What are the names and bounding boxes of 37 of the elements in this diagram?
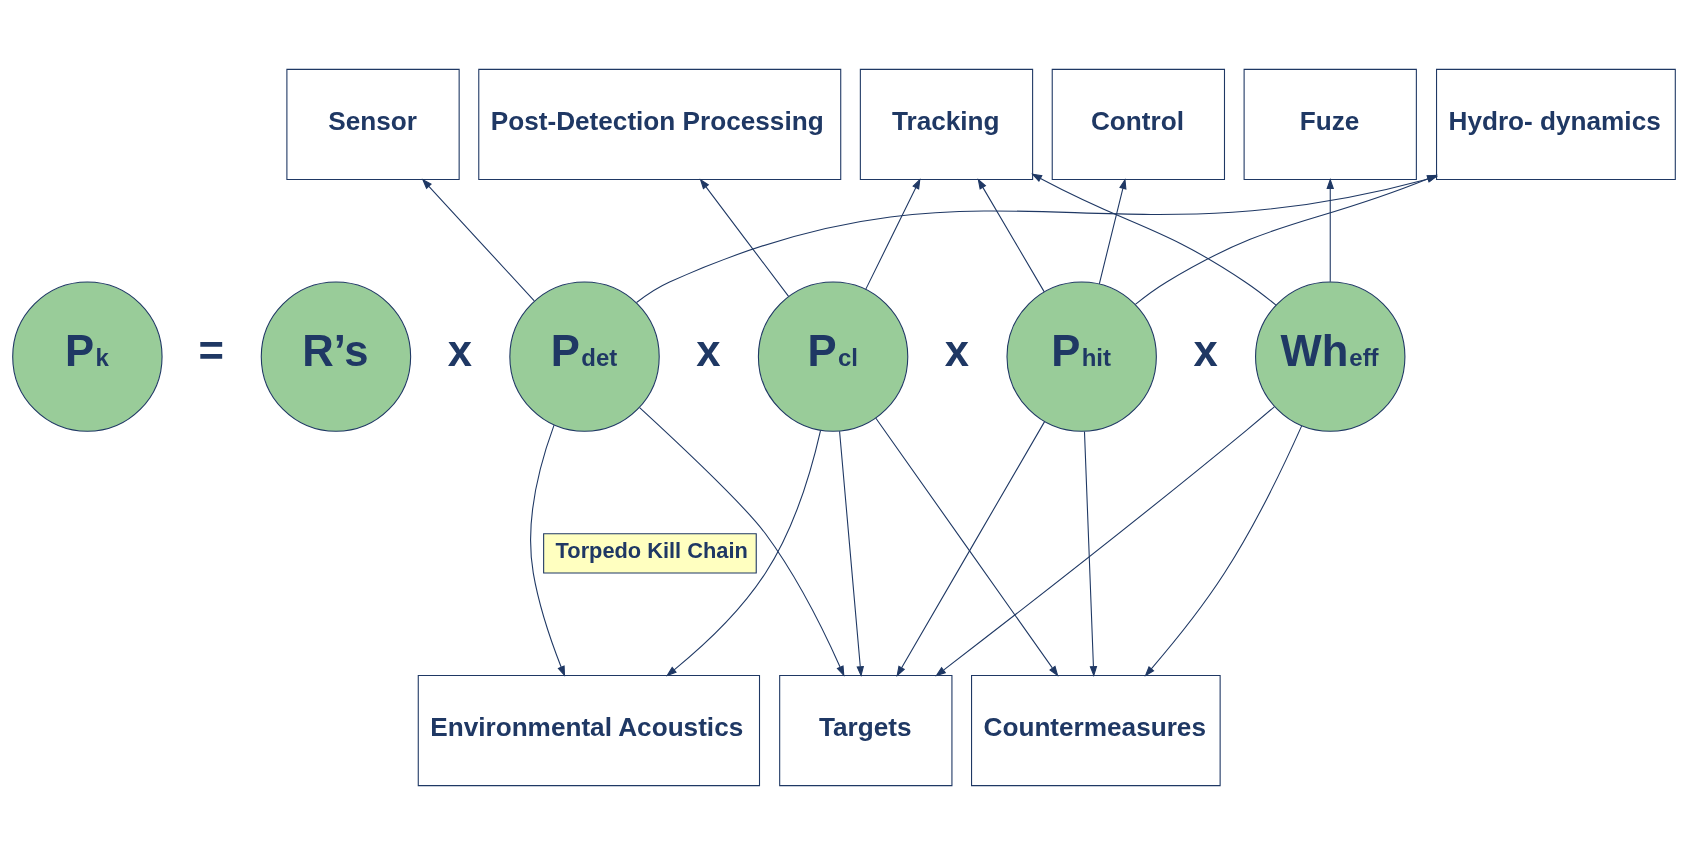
arrow <box>666 429 822 677</box>
arrow <box>1083 431 1098 677</box>
node-box: Control <box>1051 68 1226 180</box>
label: x <box>696 327 721 376</box>
node-circle: Pk <box>12 281 163 432</box>
arrow <box>896 421 1046 677</box>
arrow <box>1031 173 1277 306</box>
arrow <box>530 424 566 677</box>
arrow <box>1098 178 1127 285</box>
arrow <box>875 417 1059 677</box>
node-circle: Pdet <box>509 281 660 432</box>
node-box: Post-Detection Processing <box>478 68 842 180</box>
node-box: Hydro- dynamics <box>1436 68 1676 180</box>
arrow <box>1326 178 1335 283</box>
node-circle: R’s <box>260 281 412 432</box>
arrow <box>699 178 790 297</box>
label: = <box>198 327 225 376</box>
node-box: Tracking <box>859 68 1034 180</box>
arrow <box>977 178 1045 293</box>
arrow <box>639 407 845 677</box>
node-box: Targets <box>779 675 953 787</box>
arrow <box>935 406 1275 677</box>
arrow <box>1144 425 1303 677</box>
node-circle: Phit <box>1006 281 1157 432</box>
node-box: Environmental Acoustics <box>417 675 761 787</box>
label: x <box>944 327 970 376</box>
node-circle: Pcl <box>757 281 909 432</box>
node-box: Torpedo Kill Chain <box>543 533 757 574</box>
node-box: Sensor <box>286 68 460 180</box>
node-box: Fuze <box>1243 68 1417 180</box>
arrow <box>865 178 921 290</box>
label: x <box>447 327 472 376</box>
arrow <box>421 178 535 302</box>
node-box: Countermeasures <box>971 675 1221 787</box>
arrow <box>839 430 865 678</box>
node-circle: Wheff <box>1255 281 1406 432</box>
label: x <box>1193 327 1218 376</box>
